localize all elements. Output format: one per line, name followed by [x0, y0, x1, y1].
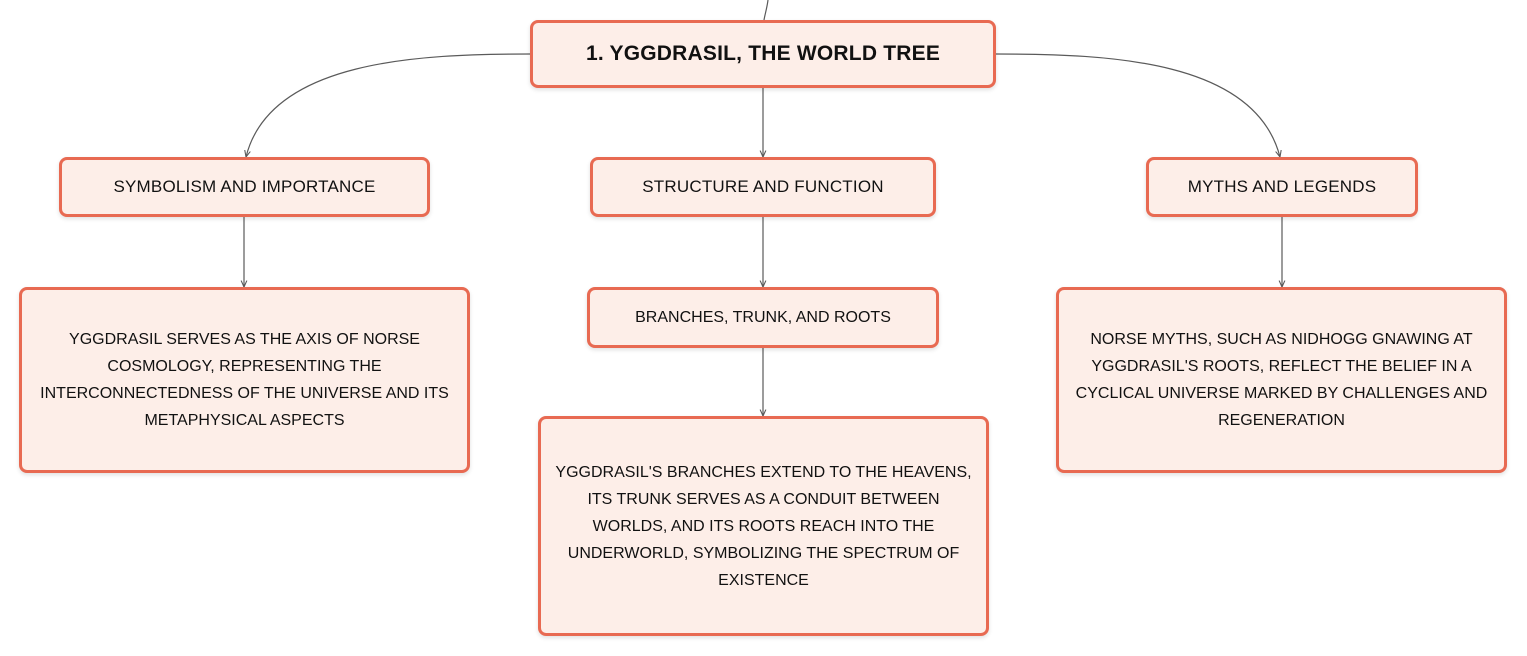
detail-node-myths[interactable]: NORSE MYTHS, SUCH AS NIDHOGG GNAWING AT … — [1056, 287, 1507, 473]
topic-node-symbolism[interactable]: SYMBOLISM AND IMPORTANCE — [59, 157, 430, 217]
subtopic-node-branches-label: BRANCHES, TRUNK, AND ROOTS — [635, 308, 891, 326]
topic-node-structure-label: STRUCTURE AND FUNCTION — [642, 177, 884, 196]
connector-parent-to-root — [763, 0, 769, 21]
detail-node-symbolism[interactable]: YGGDRASIL SERVES AS THE AXIS OF NORSE CO… — [19, 287, 470, 473]
topic-node-structure[interactable]: STRUCTURE AND FUNCTION — [590, 157, 936, 217]
root-node[interactable]: 1. YGGDRASIL, THE WORLD TREE — [530, 20, 996, 88]
topic-node-myths[interactable]: MYTHS AND LEGENDS — [1146, 157, 1418, 217]
topic-node-myths-label: MYTHS AND LEGENDS — [1187, 177, 1377, 196]
detail-node-myths-text: NORSE MYTHS, SUCH AS NIDHOGG GNAWING AT … — [1075, 331, 1488, 429]
connector-root-to-symbolism — [246, 53, 531, 157]
detail-node-symbolism-text: YGGDRASIL SERVES AS THE AXIS OF NORSE CO… — [40, 331, 449, 429]
root-node-label: 1. YGGDRASIL, THE WORLD TREE — [585, 42, 941, 65]
detail-node-branches-text: YGGDRASIL'S BRANCHES EXTEND TO THE HEAVE… — [555, 463, 972, 589]
detail-node-branches[interactable]: YGGDRASIL'S BRANCHES EXTEND TO THE HEAVE… — [538, 416, 989, 636]
subtopic-node-branches[interactable]: BRANCHES, TRUNK, AND ROOTS — [587, 287, 939, 348]
connector-root-to-myths — [995, 53, 1280, 157]
topic-node-symbolism-label: SYMBOLISM AND IMPORTANCE — [113, 177, 376, 196]
